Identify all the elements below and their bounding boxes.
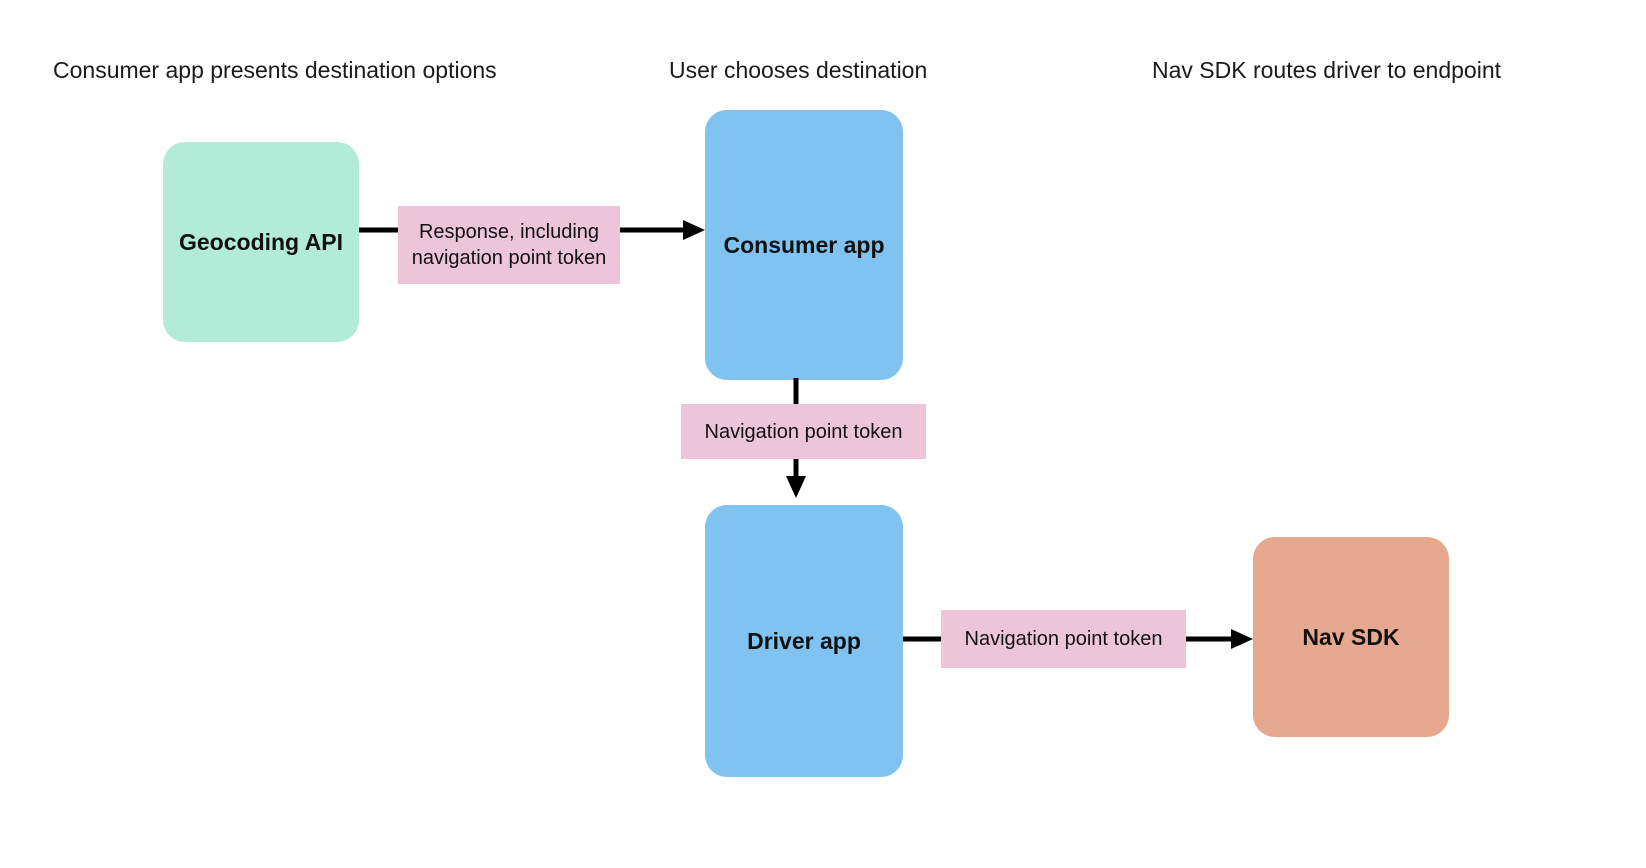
edge-label-response-text: Response, including navigation point tok… — [411, 221, 607, 269]
node-geocoding-api-label: Geocoding API — [179, 229, 343, 255]
node-driver-app-label: Driver app — [747, 628, 861, 654]
edge-label-navigation-point-token-horizontal: Navigation point token — [941, 610, 1186, 668]
node-nav-sdk-label: Nav SDK — [1302, 624, 1400, 650]
edge-label-response-including-navigation-point-token: Response, including navigation point tok… — [398, 206, 620, 284]
edge-label-navigation-point-token-vertical-text: Navigation point token — [704, 420, 903, 443]
column-heading-consumer-app-presents: Consumer app presents destination option… — [53, 57, 497, 83]
node-driver-app[interactable]: Driver app — [705, 505, 903, 777]
node-geocoding-api[interactable]: Geocoding API — [163, 142, 359, 342]
column-heading-user-chooses-destination: User chooses destination — [669, 57, 928, 83]
node-consumer-app-label: Consumer app — [723, 232, 885, 258]
column-heading-nav-sdk-routes-driver: Nav SDK routes driver to endpoint — [1152, 57, 1502, 83]
node-nav-sdk[interactable]: Nav SDK — [1253, 537, 1449, 737]
node-consumer-app[interactable]: Consumer app — [705, 110, 903, 380]
edge-label-navigation-point-token-horizontal-text: Navigation point token — [964, 628, 1163, 650]
edge-label-navigation-point-token-vertical: Navigation point token — [681, 404, 926, 459]
